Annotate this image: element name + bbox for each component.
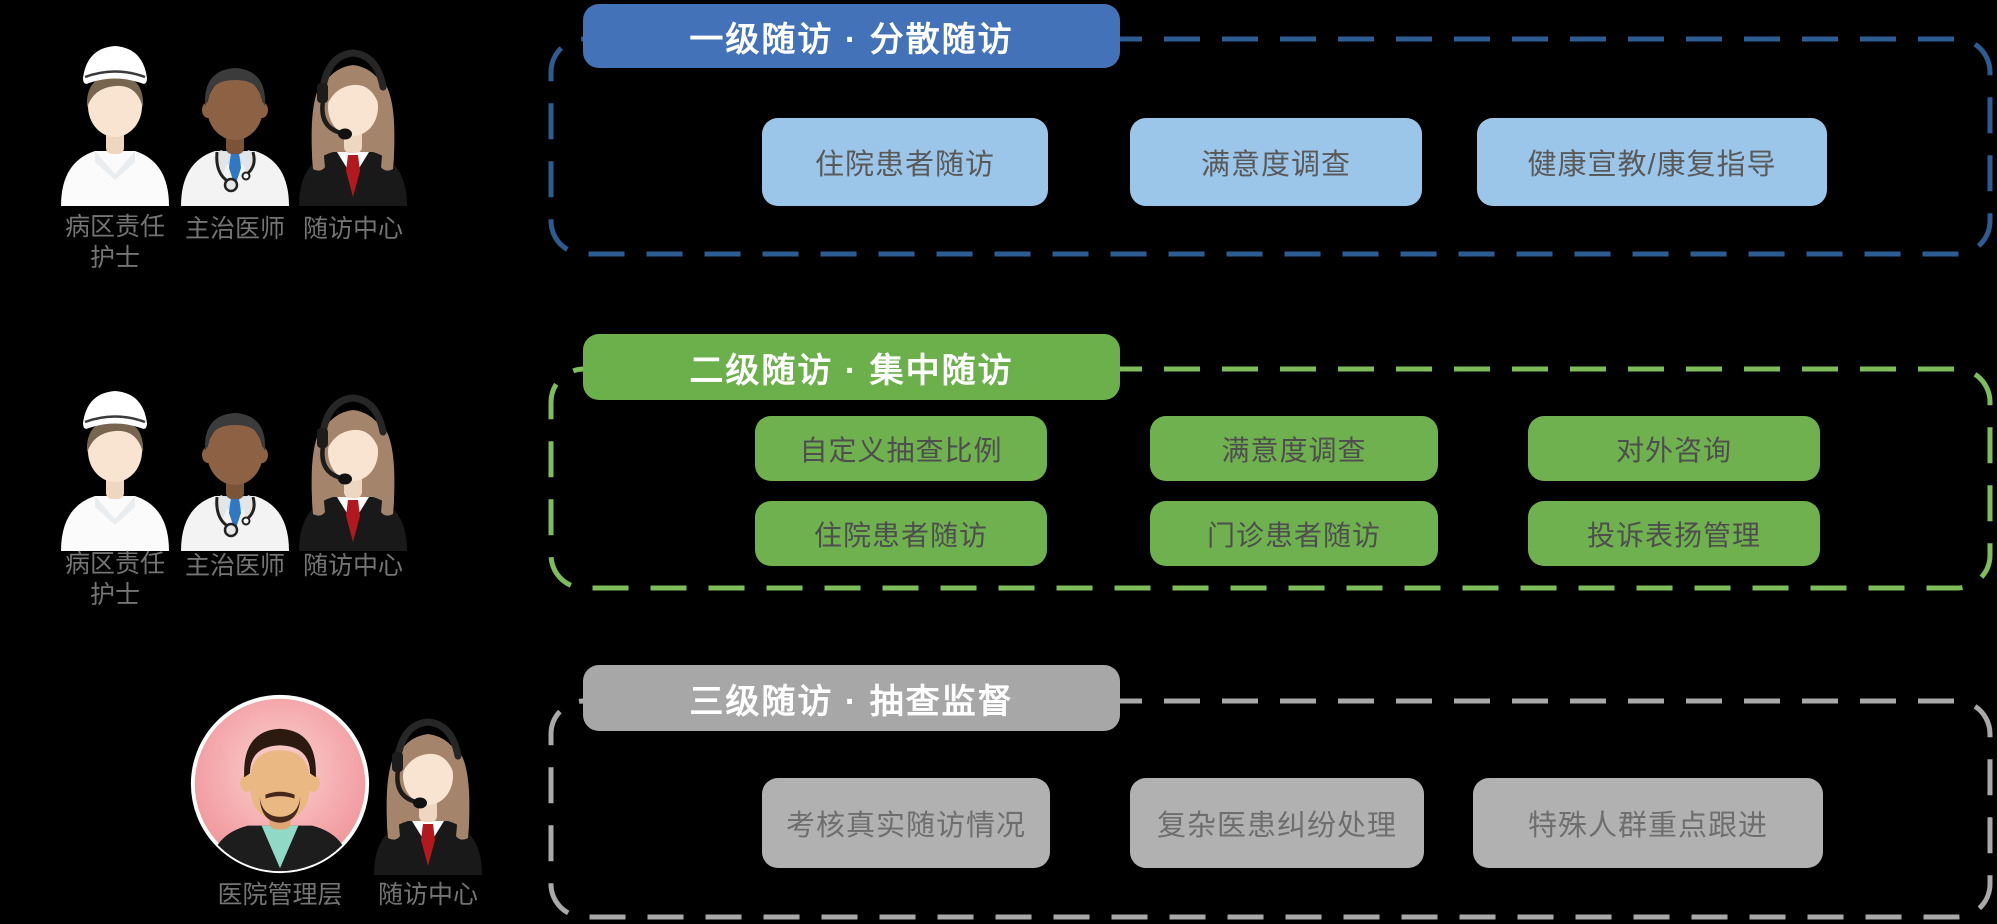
task-box: 住院患者随访 <box>762 118 1048 206</box>
task-box: 门诊患者随访 <box>1150 501 1438 566</box>
person-label: 医院管理层 <box>217 881 343 909</box>
level-1-header: 一级随访 · 分散随访 <box>583 4 1120 68</box>
person-label: 随访中心 <box>302 552 403 580</box>
task-box: 住院患者随访 <box>755 501 1047 566</box>
call-center-agent-icon <box>293 376 413 551</box>
person-label: 病区责任护士 <box>64 550 165 609</box>
task-box: 自定义抽查比例 <box>755 416 1047 481</box>
person-label: 病区责任护士 <box>64 213 165 272</box>
task-box: 投诉表扬管理 <box>1528 501 1820 566</box>
call-center-agent-icon <box>293 31 413 206</box>
person-label: 主治医师 <box>184 552 285 580</box>
task-box: 对外咨询 <box>1528 416 1820 481</box>
person-label: 主治医师 <box>184 215 285 243</box>
task-box: 特殊人群重点跟进 <box>1473 778 1823 868</box>
task-box: 满意度调查 <box>1150 416 1438 481</box>
task-box: 复杂医患纠纷处理 <box>1130 778 1424 868</box>
call-center-agent-icon <box>368 700 488 875</box>
level-2-header: 二级随访 · 集中随访 <box>583 334 1120 400</box>
doctor-icon <box>175 381 295 551</box>
nurse-icon <box>55 36 175 206</box>
manager-icon <box>188 692 372 876</box>
doctor-icon <box>175 36 295 206</box>
person-label: 随访中心 <box>302 215 403 243</box>
level-3-header: 三级随访 · 抽查监督 <box>583 665 1120 731</box>
task-box: 健康宣教/康复指导 <box>1477 118 1827 206</box>
person-label: 随访中心 <box>377 881 478 909</box>
nurse-icon <box>55 381 175 551</box>
task-box: 满意度调查 <box>1130 118 1422 206</box>
task-box: 考核真实随访情况 <box>762 778 1050 868</box>
